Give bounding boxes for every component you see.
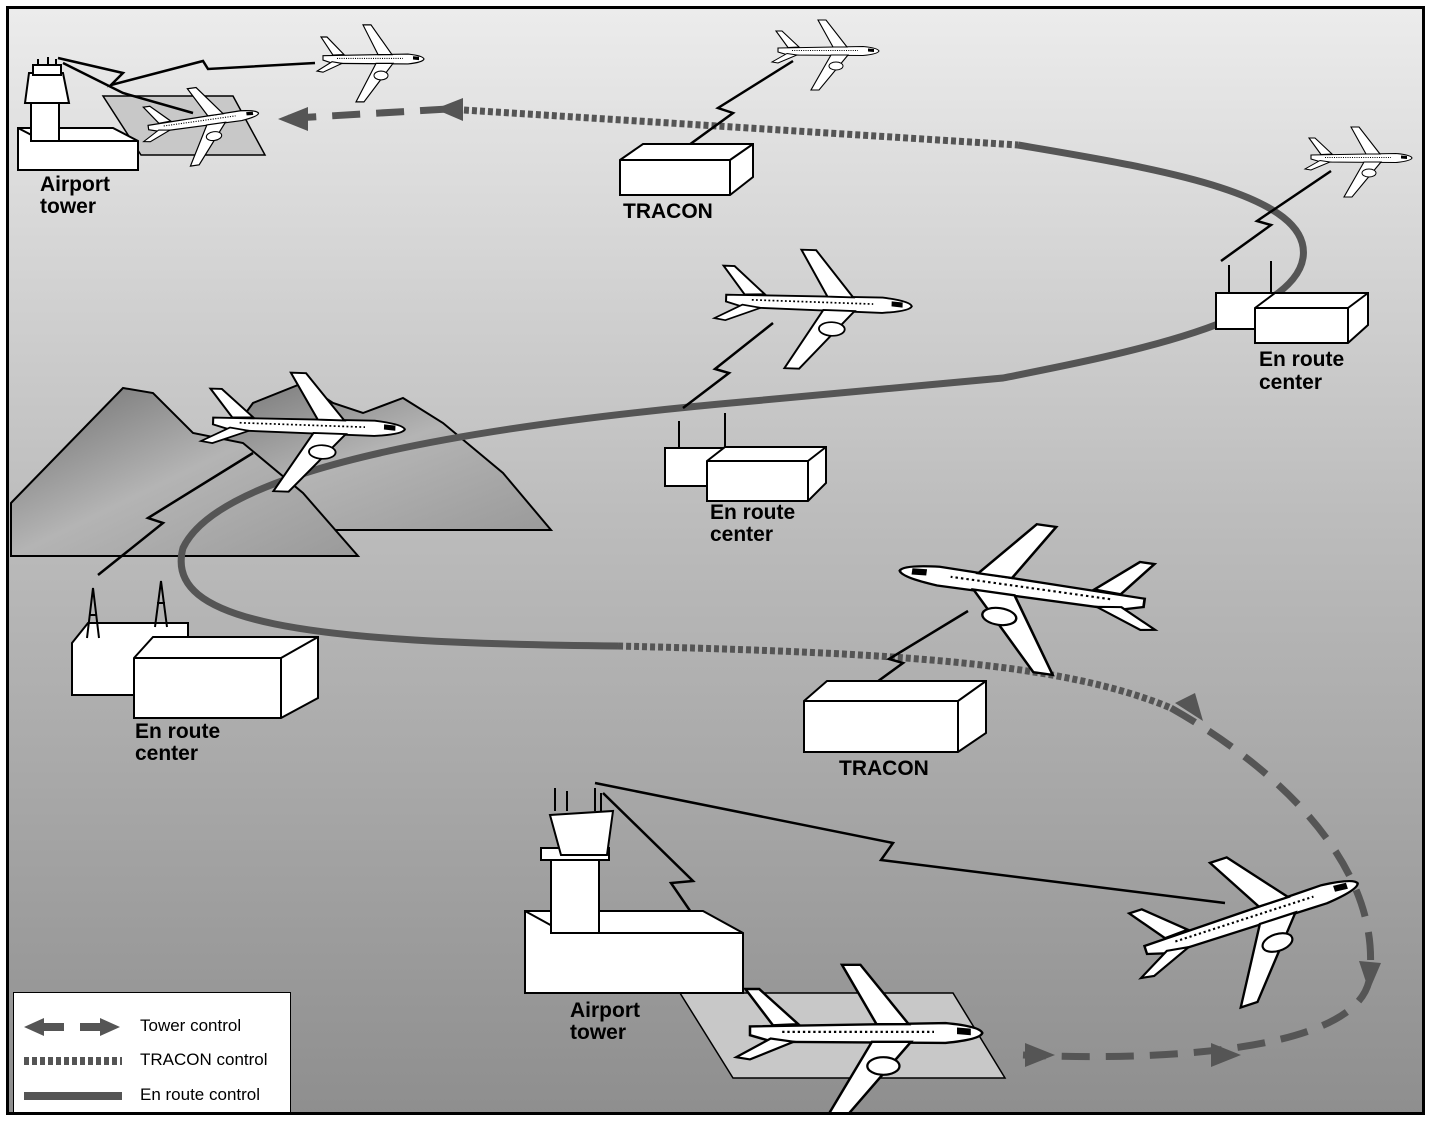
legend-label-en-route: En route control: [140, 1085, 261, 1104]
legend-row-tower: Tower control: [22, 1013, 287, 1041]
tracon-segment-top: [447, 105, 1019, 149]
airport-tower-top-building: [17, 57, 139, 171]
legend-label-tower: Tower control: [140, 1016, 242, 1035]
label-en-route-left: En route center: [135, 720, 226, 765]
en-route-segment-top: [177, 141, 1307, 650]
diagram-frame: Airport tower TRACON En route center En …: [6, 6, 1425, 1115]
tracon-bottom-building: [803, 680, 987, 753]
label-tracon-top: TRACON: [623, 200, 713, 223]
legend-row-tracon: TRACON control: [22, 1047, 287, 1075]
airport-tower-bottom-building: [524, 788, 744, 994]
tracon-segment-bottom: [617, 642, 1173, 712]
tracon-control-symbol: [24, 1057, 122, 1065]
tracon-top-building: [619, 143, 754, 196]
label-tracon-bottom: TRACON: [839, 757, 929, 780]
route-arrows: [278, 98, 1381, 1067]
label-en-route-middle: En route center: [710, 501, 801, 546]
en-route-center-middle-building: [664, 413, 827, 502]
legend-label-tracon: TRACON control: [140, 1050, 268, 1069]
en-route-control-symbol: [24, 1092, 122, 1100]
tower-control-symbol: [24, 1018, 120, 1036]
label-airport-tower-top: Airport tower: [40, 173, 116, 218]
radio-links: [57, 56, 1332, 989]
en-route-center-left-building: [71, 580, 319, 719]
atc-diagram: Airport tower TRACON En route center En …: [9, 9, 1422, 1112]
legend-row-en-route: En route control: [22, 1082, 287, 1110]
label-airport-tower-bottom: Airport tower: [570, 999, 646, 1044]
label-en-route-right: En route center: [1259, 348, 1350, 394]
en-route-center-right-building: [1215, 261, 1369, 344]
legend: Tower control TRACON control En route co…: [13, 992, 291, 1112]
